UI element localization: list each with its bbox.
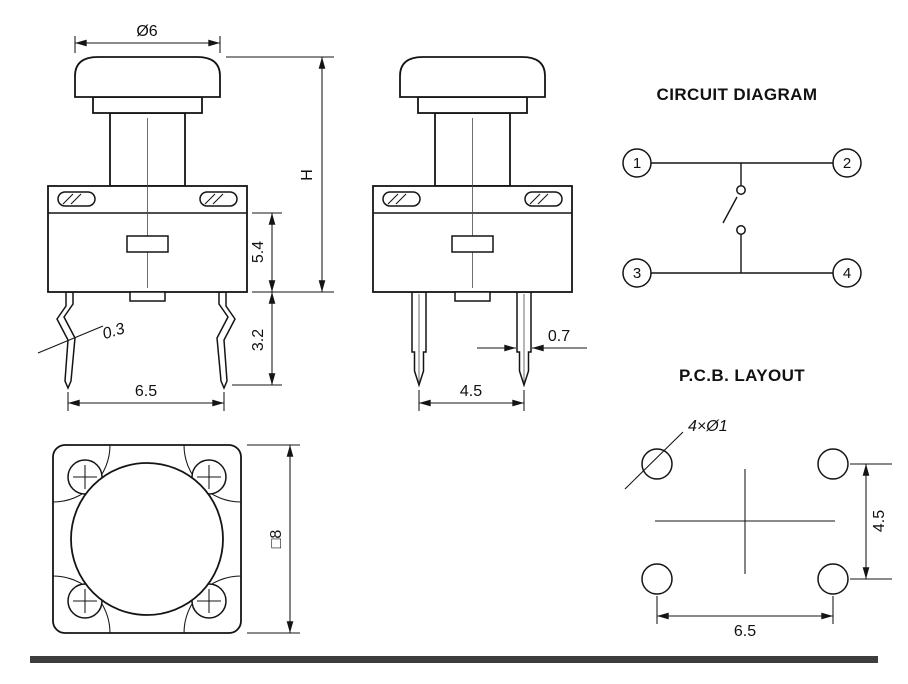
lead-pitch-extension-lines: [67, 392, 225, 411]
pcb-hole-leader-line: [624, 431, 684, 490]
front-left-tab-hatch: [62, 193, 82, 205]
pcb-pitch-h-extension-lines: [656, 596, 834, 624]
bottom-rivet-br-cross: [197, 589, 221, 613]
dim-label-body-height: 5.4: [250, 241, 267, 263]
terminal-2-label: 2: [843, 155, 851, 172]
dim-label-lead-width: 0.7: [548, 328, 570, 345]
side-lead-pitch-extension-lines: [418, 390, 525, 411]
pcb-layout-title: P.C.B. LAYOUT: [679, 366, 805, 385]
pcb-hole-tl: [641, 448, 673, 480]
dim-label-total-height: H: [299, 169, 316, 181]
circuit-diagram: CIRCUIT DIAGRAM 1 2 3 4: [622, 85, 862, 288]
terminal-2-circle: [832, 148, 862, 178]
base-square-extension-lines: [247, 444, 300, 634]
side-right-tab-hatch: [529, 193, 549, 205]
dim-label-base-square: □8: [268, 530, 285, 549]
bottom-rivet-tl-cross: [73, 465, 97, 489]
circuit-switch-blade: [722, 196, 738, 224]
pcb-crosshair: [655, 469, 835, 574]
footer-bar: [30, 656, 878, 663]
terminal-3-label: 3: [633, 265, 641, 282]
circuit-diagram-title: CIRCUIT DIAGRAM: [657, 85, 818, 104]
front-right-lead: [216, 291, 236, 390]
lead-thickness-leader-line: [37, 325, 104, 354]
side-view: [372, 56, 573, 388]
dim-label-lead-pitch: 6.5: [135, 383, 157, 400]
front-left-lead: [56, 291, 76, 390]
pcb-hole-spec-label: 4×Ø1: [688, 418, 728, 435]
cap-diameter-extension-lines: [74, 36, 221, 53]
circuit-lower-contact: [736, 225, 746, 235]
circuit-upper-contact: [736, 185, 746, 195]
pcb-hole-tr: [817, 448, 849, 480]
pcb-layout: P.C.B. LAYOUT 4×Ø1 4.5 6.5: [624, 366, 892, 640]
dim-label-lead-thickness: 0.3: [101, 320, 127, 343]
side-left-tab-hatch: [387, 193, 407, 205]
pcb-hole-br: [817, 563, 849, 595]
front-bottom-standoff: [129, 291, 166, 302]
front-center-boss: [126, 235, 169, 253]
pcb-hole-bl: [641, 563, 673, 595]
side-center-boss: [451, 235, 494, 253]
bottom-rivet-bl-cross: [73, 589, 97, 613]
dim-label-lead-length: 3.2: [250, 329, 267, 351]
side-cap: [399, 56, 546, 98]
terminal-4-label: 4: [843, 265, 851, 282]
bottom-view: □8: [52, 444, 300, 634]
dim-label-cap-diameter: Ø6: [136, 23, 157, 40]
dim-label-pcb-pitch-h: 6.5: [734, 623, 756, 640]
front-right-tab-hatch: [204, 193, 224, 205]
side-cap-neck: [417, 96, 528, 114]
terminal-1-label: 1: [633, 155, 641, 172]
front-cap: [74, 56, 221, 98]
bottom-center-circle: [70, 462, 224, 616]
front-view-dimensions: Ø6 H 5.4 3.2 0.3 6.5: [37, 23, 334, 411]
front-cap-neck: [92, 96, 203, 114]
bottom-rivet-tr-cross: [197, 465, 221, 489]
dim-label-pcb-pitch-v: 4.5: [871, 510, 888, 532]
terminal-4-circle: [832, 258, 862, 288]
height-extension-lines: [226, 56, 334, 293]
side-bottom-standoff: [454, 291, 491, 302]
terminal-1-circle: [622, 148, 652, 178]
footer-divider-rule: [30, 656, 878, 663]
front-view: [47, 56, 248, 390]
side-view-dimensions: 0.7 4.5: [418, 328, 587, 411]
dim-label-side-lead-pitch: 4.5: [460, 383, 482, 400]
pcb-pitch-v-extension-lines: [850, 463, 892, 580]
terminal-3-circle: [622, 258, 652, 288]
